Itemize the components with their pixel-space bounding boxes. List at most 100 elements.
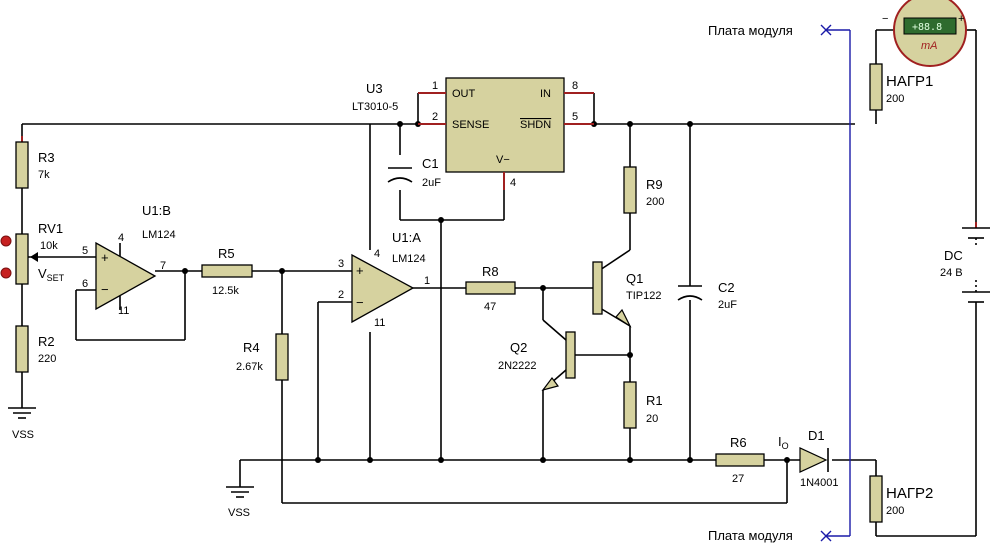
dc-value: 24 В	[940, 267, 963, 279]
meter-minus: −	[882, 13, 888, 25]
svg-text:+: +	[101, 250, 109, 265]
r9-value: 200	[646, 196, 664, 208]
svg-text:−: −	[356, 295, 364, 310]
c2-value: 2uF	[718, 299, 737, 311]
resistor-r8	[465, 281, 516, 295]
vss-bottom-label: VSS	[228, 507, 250, 519]
resistor-r9	[623, 166, 637, 214]
c2-name: C2	[718, 280, 735, 295]
u3-part: LT3010-5	[352, 101, 398, 113]
u3-pin1: 1	[432, 80, 438, 92]
q2-name: Q2	[510, 340, 527, 355]
load-resistor-1	[869, 63, 883, 111]
transistor-q1	[592, 261, 632, 328]
meter-plus: +	[958, 13, 964, 25]
resistor-r2	[15, 325, 29, 373]
r6-name: R6	[730, 435, 747, 450]
q1-name: Q1	[626, 271, 643, 286]
r1-value: 20	[646, 413, 658, 425]
transistor-q2	[541, 331, 576, 392]
capacitor-c1	[387, 167, 413, 183]
regulator-u3	[418, 77, 594, 190]
u1a-part: LM124	[392, 253, 426, 265]
load2-value: 200	[886, 505, 904, 517]
r3-name: R3	[38, 150, 55, 165]
board-boundary	[820, 24, 851, 542]
u1b-part: LM124	[142, 229, 176, 241]
u3-pin2: 2	[432, 111, 438, 123]
rv1-name: RV1	[38, 221, 63, 236]
u1b-pin6: 6	[82, 278, 88, 290]
diode-d1	[799, 447, 829, 473]
u1a-name: U1:A	[392, 230, 421, 245]
u3-out-label: OUT	[452, 88, 476, 100]
q2-part: 2N2222	[498, 360, 537, 372]
resistor-r4	[275, 333, 289, 381]
r1-name: R1	[646, 393, 663, 408]
u3-vminus-label: V−	[496, 154, 510, 166]
load1-value: 200	[886, 93, 904, 105]
r8-value: 47	[484, 301, 496, 313]
r5-value: 12.5k	[212, 285, 239, 297]
u1a-pin1: 1	[424, 275, 430, 287]
u1a-pin4: 4	[374, 248, 380, 260]
opamp-u1a: + −	[351, 253, 415, 324]
svg-text:+: +	[356, 263, 364, 278]
u1b-pin4: 4	[118, 232, 124, 244]
io-label: IO	[778, 434, 789, 451]
u3-name: U3	[366, 81, 383, 96]
r4-value: 2.67k	[236, 361, 263, 373]
d1-part: 1N4001	[800, 477, 839, 489]
capacitor-c2	[677, 285, 703, 301]
milliammeter	[893, 0, 967, 67]
svg-text:−: −	[101, 282, 109, 297]
r3-value: 7k	[38, 169, 50, 181]
u1a-pin11: 11	[374, 317, 385, 329]
load2-name: НАГР2	[886, 485, 933, 502]
r2-name: R2	[38, 334, 55, 349]
r5-name: R5	[218, 246, 235, 261]
resistor-r5	[201, 264, 253, 278]
opamp-u1b: + −	[95, 241, 157, 311]
vset-label: VSET	[38, 266, 65, 283]
u3-in-label: IN	[540, 88, 551, 100]
d1-name: D1	[808, 428, 825, 443]
dc-battery	[962, 222, 990, 303]
r8-name: R8	[482, 264, 499, 279]
load1-name: НАГР1	[886, 73, 933, 90]
u1a-pin3: 3	[338, 258, 344, 270]
dc-name: DC	[944, 248, 963, 263]
u3-sense-label: SENSE	[452, 119, 489, 131]
ground-symbol-bottom	[226, 486, 254, 498]
u3-pin5: 5	[572, 111, 578, 123]
r6-value: 27	[732, 473, 744, 485]
u1b-pin11: 11	[118, 305, 129, 317]
r4-name: R4	[243, 340, 260, 355]
load-resistor-2	[869, 475, 883, 523]
module-board-label-bottom: Плата модуля	[708, 528, 793, 543]
u1b-pin7: 7	[160, 260, 166, 272]
q1-part: TIP122	[626, 290, 661, 302]
resistor-r1	[623, 381, 637, 429]
ground-symbol-left	[8, 407, 36, 419]
c1-value: 2uF	[422, 177, 441, 189]
c1-name: C1	[422, 156, 439, 171]
potentiometer-rv1	[0, 233, 38, 285]
meter-reading: +88.8	[912, 22, 942, 33]
junction-dots	[19, 121, 790, 463]
u3-shdn-label: SHDN	[520, 119, 551, 131]
vss-left-label: VSS	[12, 429, 34, 441]
u3-pin4: 4	[510, 177, 516, 189]
u3-pin8: 8	[572, 80, 578, 92]
u1b-name: U1:B	[142, 203, 171, 218]
u1a-pin2: 2	[338, 289, 344, 301]
r9-name: R9	[646, 177, 663, 192]
resistor-r6	[715, 453, 765, 467]
resistor-r3	[15, 136, 29, 189]
r2-value: 220	[38, 353, 56, 365]
meter-unit: mA	[921, 40, 938, 52]
module-board-label-top: Плата модуля	[708, 23, 793, 38]
rv1-value: 10k	[40, 240, 58, 252]
u1b-pin5: 5	[82, 245, 88, 257]
